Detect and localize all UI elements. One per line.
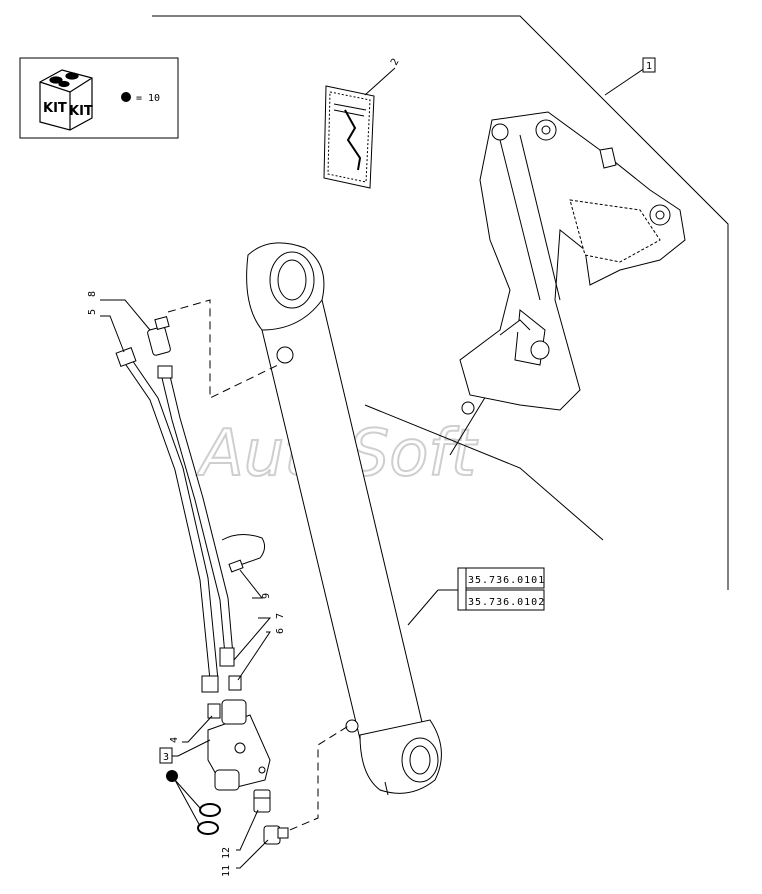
reference-boxes: 35.736.0101 35.736.0102 [408, 568, 545, 625]
hose-7 [158, 366, 234, 666]
callout-8-label: 8 [87, 291, 98, 297]
wire-clip-9 [222, 534, 265, 572]
hydraulic-cylinder [247, 243, 442, 795]
callout-4-label: 4 [169, 737, 180, 743]
o-rings [198, 804, 220, 834]
kit-label-right: KIT [69, 104, 93, 119]
part-leader-lines [100, 300, 270, 868]
callout-3: 3 [160, 748, 178, 782]
boom-assembly [460, 112, 685, 414]
callout-7-label: 7 [275, 613, 286, 619]
kit-quantity: = 10 [136, 93, 160, 104]
valve-port-dash [278, 725, 350, 835]
fitting-8 [147, 317, 171, 356]
kit-marker-callout-3 [166, 770, 178, 782]
cylinder-port-dash [168, 300, 278, 398]
callout-3-label: 3 [163, 752, 169, 763]
hose-5 [116, 348, 218, 692]
decal-part [324, 68, 395, 188]
callout-1: 1 [643, 58, 655, 72]
fitting-4 [208, 704, 220, 718]
reference-2: 35.736.0102 [468, 597, 545, 608]
fitting-12 [254, 790, 270, 812]
reference-1: 35.736.0101 [468, 575, 545, 586]
callout-5-label: 5 [87, 309, 98, 315]
callout-11-label: 11 [221, 865, 232, 877]
valve-block-3 [208, 700, 270, 790]
kit-legend: KIT KIT = 10 [20, 58, 178, 138]
kit-label-left: KIT [43, 101, 67, 116]
callout-1-label: 1 [646, 61, 652, 72]
kit-marker-dot [121, 92, 131, 102]
callout-2-label: 2 [389, 57, 402, 68]
callout-9-label: 9 [261, 593, 272, 599]
assembly-leader-lines [152, 16, 728, 590]
callout-6-label: 6 [275, 628, 286, 634]
kit-icon [40, 70, 92, 130]
callout-12-label: 12 [221, 847, 232, 859]
fitting-11 [264, 826, 288, 844]
